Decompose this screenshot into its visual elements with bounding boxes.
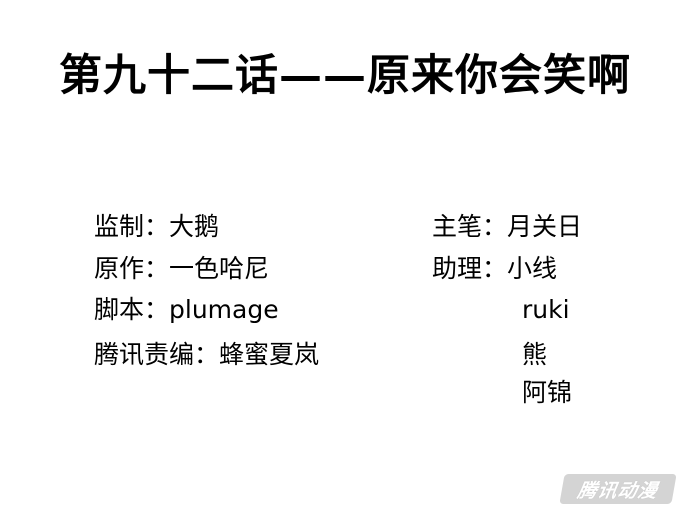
credit-assistant: 助理：小线 [432,254,558,283]
credit-editor: 腾讯责编：蜂蜜夏岚 [94,340,320,369]
credit-script: 脚本：plumage [94,295,279,324]
credit-assistant-2: ruki [522,295,570,324]
credit-original-author: 原作：一色哈尼 [94,254,270,283]
credit-supervisor: 监制：大鹅 [94,212,220,241]
credit-assistant-3: 熊 [522,340,548,369]
tencent-comic-watermark: 腾讯动漫 [559,474,677,504]
credit-lead-artist: 主笔：月关日 [432,212,583,241]
chapter-title: 第九十二话——原来你会笑啊 [59,51,631,101]
credit-assistant-4: 阿锦 [522,378,573,407]
watermark-text: 腾讯动漫 [575,479,660,502]
